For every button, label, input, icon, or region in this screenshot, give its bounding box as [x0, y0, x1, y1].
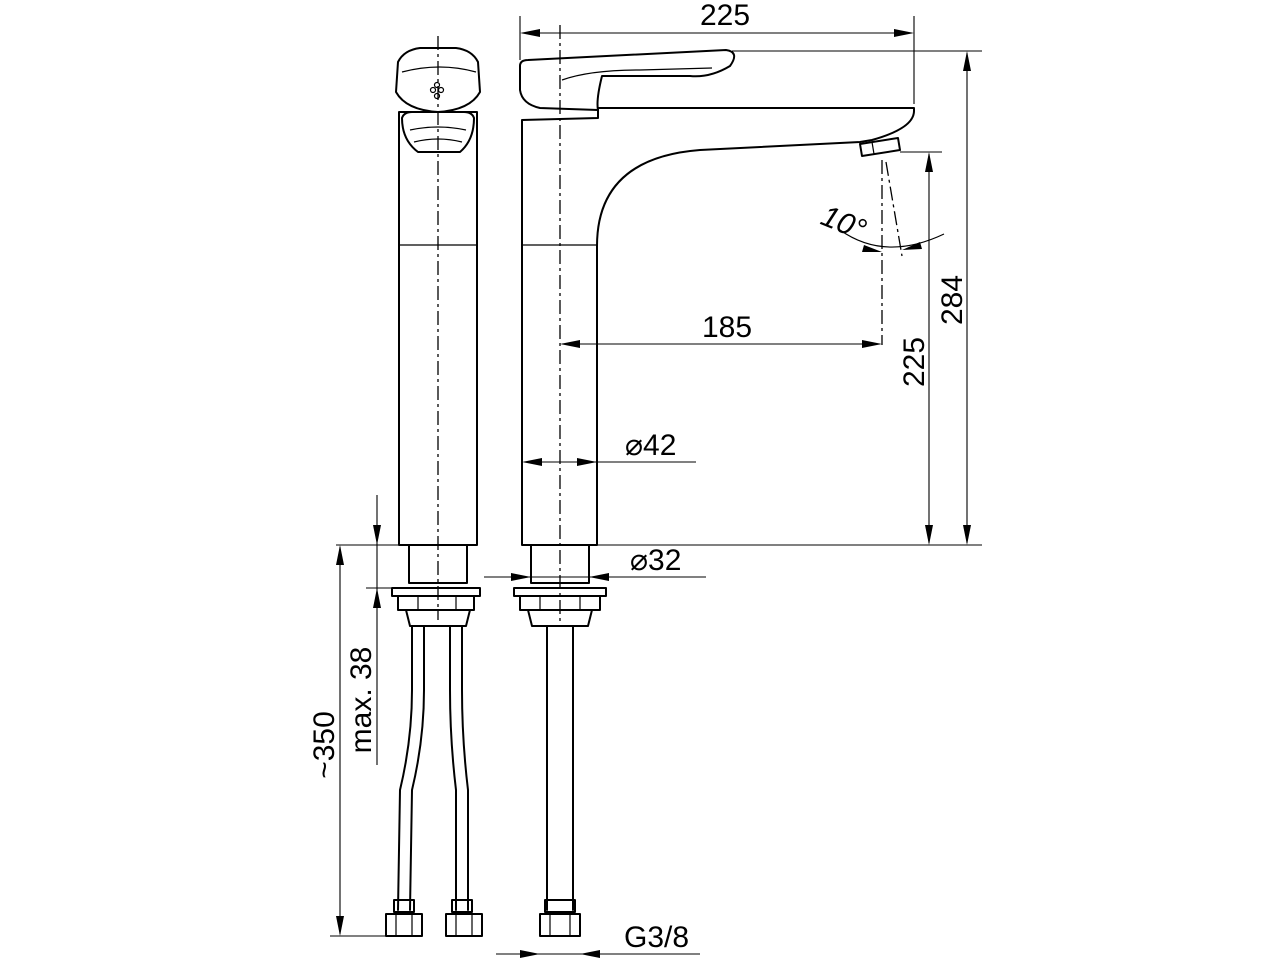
- side-handle: [395, 47, 481, 113]
- side-view: [385, 36, 483, 937]
- dim-max-thickness: max. 38: [345, 647, 378, 754]
- dim-base-diameter: ⌀32: [630, 544, 681, 577]
- dim-connector-thread: G3/8: [624, 921, 689, 954]
- front-view: [513, 25, 916, 937]
- dim-body-diameter: ⌀42: [625, 429, 676, 462]
- spout-body: [521, 107, 916, 546]
- dim-spout-angle: 10°: [816, 199, 870, 247]
- aerator: [859, 137, 901, 157]
- dim-spout-height: 225: [898, 337, 931, 387]
- dim-spout-reach: 185: [702, 311, 752, 344]
- lever-handle: [519, 49, 736, 111]
- dim-total-height: 284: [936, 275, 969, 325]
- dim-total-width: 225: [700, 0, 750, 32]
- dim-hose-length: ~350: [308, 711, 341, 779]
